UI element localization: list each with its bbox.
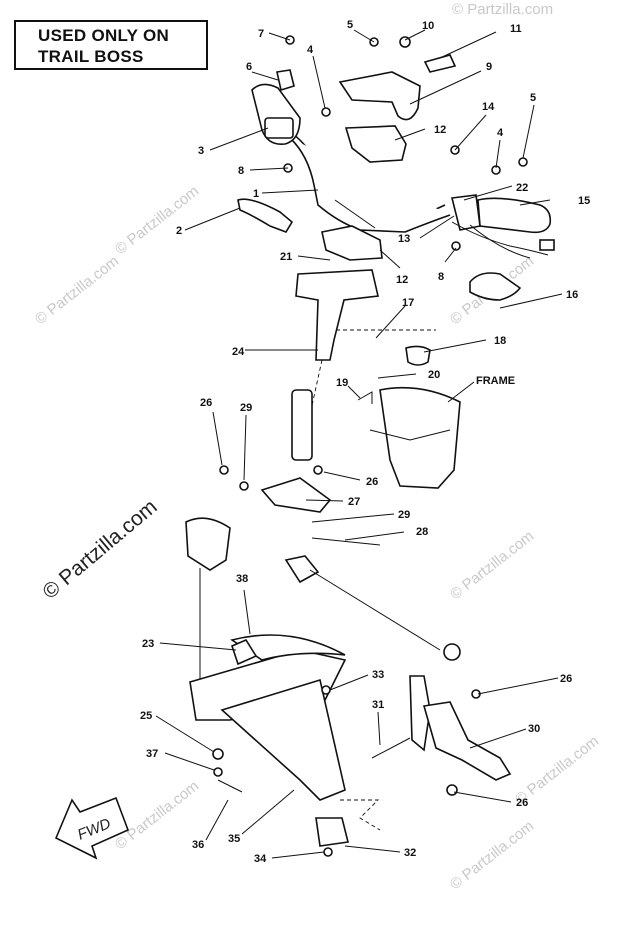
watermark-text: © Partzilla.com (447, 528, 537, 604)
callout-26: 26 (366, 476, 378, 488)
callout-20: 20 (428, 369, 440, 381)
callout-19: 19 (336, 377, 348, 389)
callout-27: 27 (348, 496, 360, 508)
steering-post-assembly (291, 269, 461, 489)
callout-8: 8 (438, 271, 444, 283)
callout-5: 5 (347, 19, 353, 31)
watermark-main: © Partzilla.com (38, 495, 161, 604)
tie-rod-assembly (219, 465, 461, 661)
watermark-text: © Partzilla.com (32, 253, 122, 329)
callout-15: 15 (578, 195, 590, 207)
callout-17: 17 (402, 297, 414, 309)
callout-23: 23 (142, 638, 154, 650)
callout-4: 4 (497, 127, 504, 139)
callout-31: 31 (372, 699, 384, 711)
callout-12: 12 (434, 124, 446, 136)
callout-28: 28 (416, 526, 428, 538)
callout-14: 14 (482, 101, 495, 113)
callout-35: 35 (228, 833, 240, 845)
callout-10: 10 (422, 20, 434, 32)
watermark-text: © Partzilla.com (447, 818, 537, 894)
leader-lines (155, 29, 563, 859)
callout-11: 11 (510, 23, 522, 35)
callout-9: 9 (486, 61, 492, 73)
callout-26: 26 (200, 397, 212, 409)
callout-24: 24 (232, 346, 245, 358)
callout-29: 29 (240, 402, 252, 414)
callout-7: 7 (258, 28, 264, 40)
spindle-assembly (371, 675, 512, 796)
callout-37: 37 (146, 748, 158, 760)
callout-32: 32 (404, 847, 416, 859)
callout-frame: FRAME (476, 375, 515, 387)
callout-13: 13 (398, 233, 410, 245)
watermark-text: © Partzilla.com (112, 183, 202, 259)
callout-labels: 7 5 10 11 6 4 9 14 5 12 4 3 8 1 22 15 2 … (140, 19, 590, 865)
callout-26: 26 (516, 797, 528, 809)
a-arm-assembly (185, 517, 381, 857)
callout-3: 3 (198, 145, 204, 157)
callout-4: 4 (307, 44, 314, 56)
callout-8: 8 (238, 165, 244, 177)
callout-12: 12 (396, 274, 408, 286)
callout-33: 33 (372, 669, 384, 681)
fwd-arrow: FWD (54, 796, 130, 860)
callout-21: 21 (280, 251, 292, 263)
callout-34: 34 (254, 853, 267, 865)
note-line-1: USED ONLY ON (38, 26, 170, 45)
callout-36: 36 (192, 839, 204, 851)
callout-18: 18 (494, 335, 506, 347)
trail-boss-note: USED ONLY ON TRAIL BOSS (14, 20, 208, 70)
callout-5: 5 (530, 92, 536, 104)
callout-16: 16 (566, 289, 578, 301)
callout-26: 26 (560, 673, 572, 685)
callout-1: 1 (253, 188, 259, 200)
note-line-2: TRAIL BOSS (38, 47, 144, 66)
callout-6: 6 (246, 61, 252, 73)
callout-25: 25 (140, 710, 152, 722)
callout-38: 38 (236, 573, 248, 585)
callout-29: 29 (398, 509, 410, 521)
callout-22: 22 (516, 182, 528, 194)
watermark-text: © Partzilla.com (452, 1, 553, 18)
handlebar-assembly (237, 35, 555, 301)
watermark-text: © Partzilla.com (112, 778, 202, 854)
callout-2: 2 (176, 225, 182, 237)
callout-30: 30 (528, 723, 540, 735)
